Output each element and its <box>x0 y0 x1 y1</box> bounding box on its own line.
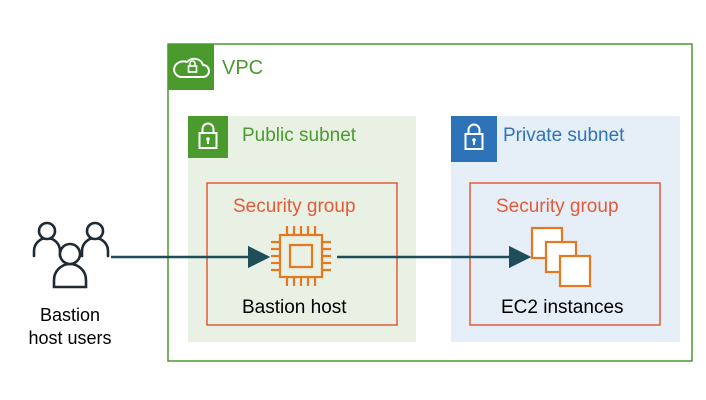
users-group-icon <box>32 221 110 289</box>
private-security-group-label: Security group <box>496 196 619 217</box>
security-group-boundary-private <box>469 182 661 326</box>
vpc-boundary <box>167 43 693 362</box>
private-subnet-padlock-icon <box>451 116 497 162</box>
security-group-boundary-public <box>206 182 398 326</box>
public-security-group-label: Security group <box>233 196 356 217</box>
bastion-host-label: Bastion host <box>242 297 347 318</box>
vpc-label: VPC <box>222 57 264 79</box>
ec2-instances-label: EC2 instances <box>501 297 624 318</box>
bastion-processor-chip-icon <box>271 226 331 286</box>
public-subnet-label: Public subnet <box>242 125 357 146</box>
vpc-cloud-lock-icon <box>168 44 214 90</box>
bastion-users-label: Bastion host users <box>28 305 112 348</box>
ec2-stacked-instances-icon <box>530 226 592 288</box>
private-subnet-label: Private subnet <box>503 125 625 146</box>
public-subnet-padlock-icon <box>188 116 228 158</box>
